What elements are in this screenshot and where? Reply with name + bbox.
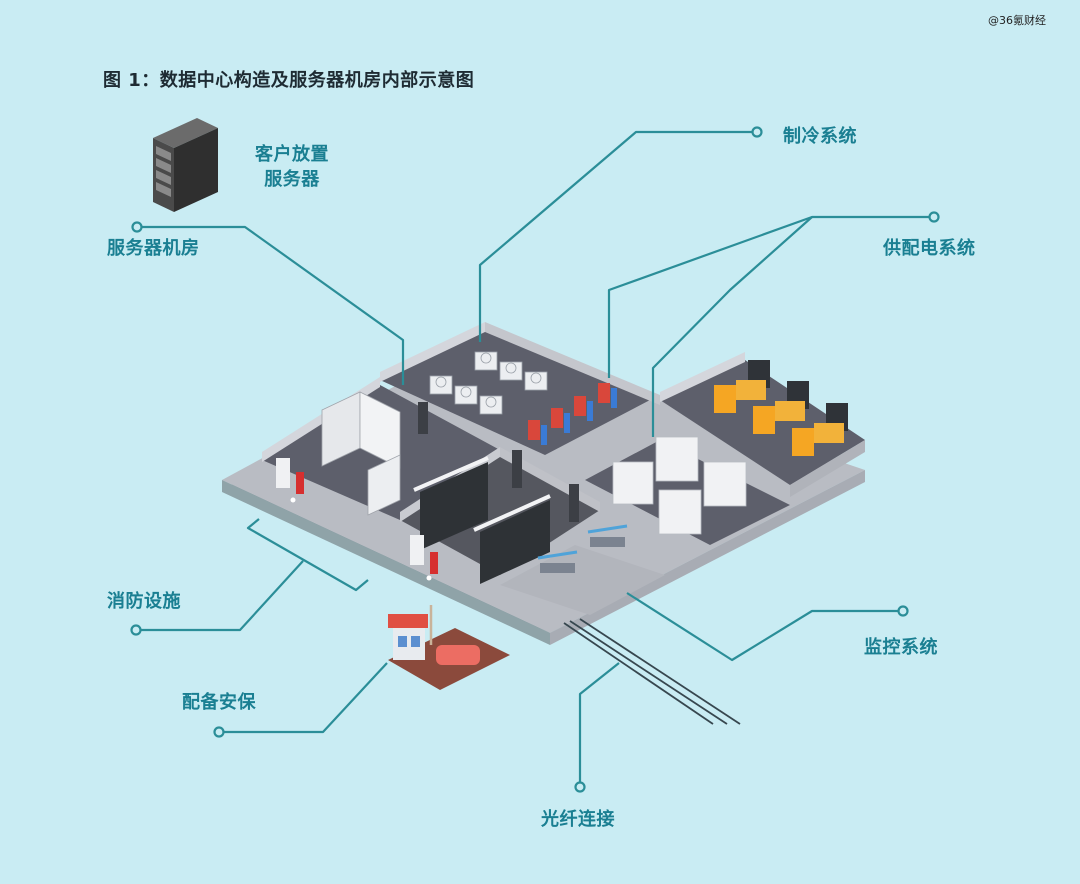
- label-power-system: 供配电系统: [883, 238, 976, 259]
- callout-lines: [130, 126, 940, 793]
- figure-title: 图 1：数据中心构造及服务器机房内部示意图: [103, 70, 475, 91]
- callout-line-server-room: [137, 225, 405, 385]
- server-room-racks: [321, 391, 428, 516]
- generators: [714, 360, 848, 456]
- monitoring-desks: [537, 524, 628, 573]
- callout-line-fiber: [578, 662, 620, 787]
- label-monitoring-system: 监控系统: [864, 637, 938, 658]
- customer-server-label-line2: 服务器: [264, 169, 320, 190]
- callout-dot-security: [213, 726, 225, 738]
- server-hall-floor: [400, 455, 600, 575]
- cooling-units: [429, 351, 548, 415]
- customer-server-label: 客户放置 服务器: [255, 142, 329, 192]
- label-cooling-system: 制冷系统: [783, 126, 857, 147]
- callout-line-fire: [136, 560, 304, 632]
- callout-line-security: [219, 662, 388, 734]
- watermark: @36氪财经: [988, 14, 1046, 27]
- callout-dot-fire: [130, 624, 142, 636]
- label-fire-facilities: 消防设施: [107, 591, 181, 612]
- callout-dot-monitoring: [897, 605, 909, 617]
- callout-dot-cooling: [751, 126, 763, 138]
- chiller-units: [528, 383, 617, 445]
- car-icon: [436, 645, 480, 665]
- label-fiber-connection: 光纤连接: [541, 809, 615, 830]
- callout-dot-power: [928, 211, 940, 223]
- server-hall-racks: [413, 450, 579, 584]
- server-rack-icon: [153, 118, 218, 212]
- callout-line-power: [607, 215, 934, 378]
- fiber-cables: [563, 618, 741, 725]
- security-area: [388, 605, 510, 690]
- callout-line-monitoring: [626, 592, 903, 662]
- fire-extinguishers: [276, 458, 438, 581]
- customer-server-label-line1: 客户放置: [255, 144, 329, 165]
- cooling-room-floor: [380, 330, 650, 455]
- label-server-room: 服务器机房: [107, 238, 200, 259]
- label-security: 配备安保: [182, 692, 256, 713]
- callout-dot-server-room: [131, 221, 143, 233]
- monitoring-room-floor: [500, 545, 665, 615]
- power-cabinets: [612, 436, 747, 535]
- callout-dot-fiber: [574, 781, 586, 793]
- callout-line-cooling: [478, 130, 757, 342]
